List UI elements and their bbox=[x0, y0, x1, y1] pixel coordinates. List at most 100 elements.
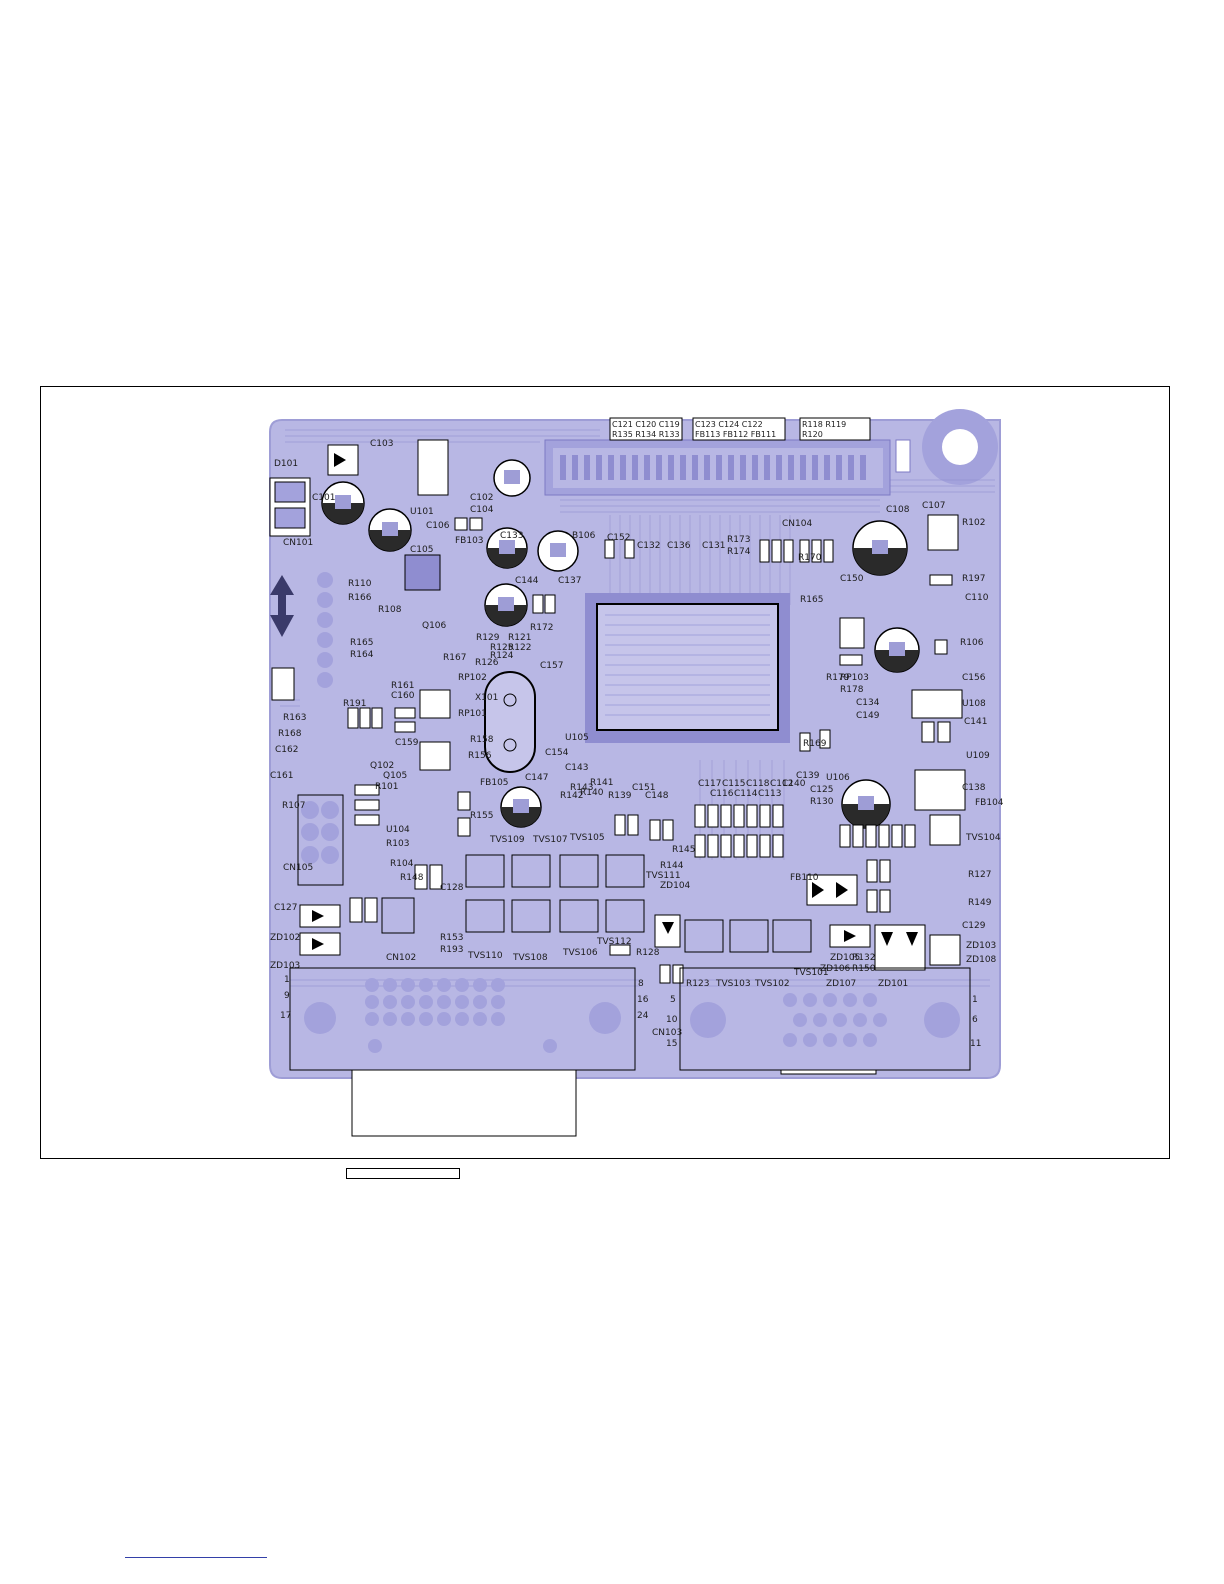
label-u105: U105 bbox=[565, 733, 589, 743]
label-c138: C138 bbox=[962, 783, 986, 793]
pin-17: 17 bbox=[280, 1011, 291, 1021]
label-r172: R172 bbox=[530, 623, 553, 633]
label-r179: R179 bbox=[826, 673, 850, 683]
label-zd105: ZD105 bbox=[830, 953, 860, 963]
top-group-3-top: R118 R119 bbox=[802, 420, 846, 429]
label-r174: R174 bbox=[727, 547, 751, 557]
label-r170: R170 bbox=[798, 553, 822, 563]
label-r126: R126 bbox=[475, 658, 499, 668]
label-r164: R164 bbox=[350, 650, 374, 660]
label-fb110: FB110 bbox=[790, 873, 819, 883]
label-c108: C108 bbox=[886, 505, 910, 515]
label-cn103: CN103 bbox=[652, 1028, 682, 1038]
label-c148: C148 bbox=[645, 791, 669, 801]
label-r155: R155 bbox=[470, 811, 493, 821]
label-r197: R197 bbox=[962, 574, 985, 584]
label-tvs101: TVS101 bbox=[793, 968, 829, 978]
label-c113: C113 bbox=[758, 789, 781, 799]
label-r165-right: R165 bbox=[800, 595, 823, 605]
regulator-u101 bbox=[404, 554, 441, 591]
label-r161: R161 bbox=[391, 681, 414, 691]
label-tvs110: TVS110 bbox=[467, 951, 503, 961]
pin-15: 15 bbox=[666, 1039, 677, 1049]
label-c139: C139 bbox=[796, 771, 820, 781]
label-r163: R163 bbox=[283, 713, 306, 723]
label-c159: C159 bbox=[395, 738, 419, 748]
label-c101: C101 bbox=[312, 493, 335, 503]
pin-24: 24 bbox=[637, 1011, 649, 1021]
label-zd108: ZD108 bbox=[966, 955, 997, 965]
label-c134: C134 bbox=[856, 698, 880, 708]
label-r153: R153 bbox=[440, 933, 463, 943]
label-tvs103: TVS103 bbox=[715, 979, 751, 989]
label-r178: R178 bbox=[840, 685, 864, 695]
label-c127: C127 bbox=[274, 903, 297, 913]
label-c161: C161 bbox=[270, 771, 293, 781]
label-r142: R142 bbox=[560, 791, 583, 801]
label-r121: R121 bbox=[508, 633, 531, 643]
label-cn101: CN101 bbox=[283, 538, 313, 548]
smd-components bbox=[347, 514, 966, 984]
pin-11: 11 bbox=[970, 1039, 981, 1049]
label-c112: C112 bbox=[770, 779, 793, 789]
label-c156: C156 bbox=[962, 673, 986, 683]
label-r144: R144 bbox=[660, 861, 684, 871]
label-r123: R123 bbox=[686, 979, 709, 989]
label-r169: R169 bbox=[803, 739, 827, 749]
label-r127: R127 bbox=[968, 870, 991, 880]
cn102-pins bbox=[304, 978, 621, 1053]
label-zd101: ZD101 bbox=[878, 979, 908, 989]
label-c114: C114 bbox=[734, 789, 758, 799]
label-r103: R103 bbox=[386, 839, 409, 849]
label-r150: R150 bbox=[852, 964, 876, 974]
component-labels: D101 C103 U101 C106 C105 FB103 R110 R166… bbox=[270, 439, 1004, 1049]
label-r101: R101 bbox=[375, 782, 398, 792]
label-c118: C118 bbox=[746, 779, 770, 789]
footer-link-underline bbox=[125, 1557, 267, 1558]
top-group-3-bottom: R120 bbox=[802, 430, 823, 439]
pin-1-left: 1 bbox=[284, 975, 290, 985]
label-c152: C152 bbox=[607, 533, 630, 543]
top-group-1-bottom: R135 R134 R133 bbox=[612, 430, 680, 439]
pin-8: 8 bbox=[638, 979, 644, 989]
label-q105: Q105 bbox=[383, 771, 407, 781]
label-tvs112: TVS112 bbox=[596, 937, 632, 947]
crystal-x101 bbox=[484, 671, 536, 773]
label-c150: C150 bbox=[840, 574, 864, 584]
drawing-frame bbox=[40, 386, 1170, 1159]
top-group-1-top: C121 C120 C119 bbox=[612, 420, 680, 429]
label-tvs107: TVS107 bbox=[532, 835, 568, 845]
label-r132: R132 bbox=[852, 953, 875, 963]
label-c103: C103 bbox=[370, 439, 393, 449]
label-r128: R128 bbox=[636, 948, 660, 958]
label-r130: R130 bbox=[810, 797, 834, 807]
label-u109: U109 bbox=[966, 751, 990, 761]
label-tvs108: TVS108 bbox=[512, 953, 548, 963]
label-r191: R191 bbox=[343, 699, 366, 709]
label-c131: C131 bbox=[702, 541, 725, 551]
top-group-2-top: C123 C124 C122 bbox=[695, 420, 763, 429]
pcb-board bbox=[269, 419, 1001, 1079]
label-c136: C136 bbox=[667, 541, 691, 551]
label-c160: C160 bbox=[391, 691, 415, 701]
pin-6: 6 bbox=[972, 1015, 978, 1025]
label-q106: Q106 bbox=[422, 621, 447, 631]
label-c128: C128 bbox=[440, 883, 464, 893]
cn103-pins bbox=[690, 993, 960, 1047]
label-c105: C105 bbox=[410, 545, 433, 555]
label-zd104: ZD104 bbox=[660, 881, 691, 891]
label-c154: C154 bbox=[545, 748, 569, 758]
label-r149: R149 bbox=[968, 898, 992, 908]
pin-10: 10 bbox=[666, 1015, 678, 1025]
label-r108: R108 bbox=[378, 605, 402, 615]
label-zd102: ZD102 bbox=[270, 933, 300, 943]
label-u108: U108 bbox=[962, 699, 986, 709]
label-c147: C147 bbox=[525, 773, 548, 783]
label-x101: X101 bbox=[475, 693, 498, 703]
label-c140: C140 bbox=[782, 779, 806, 789]
label-fb105: FB105 bbox=[480, 778, 509, 788]
label-u104: U104 bbox=[386, 825, 410, 835]
tvs-packages bbox=[381, 854, 812, 953]
left-pad-column bbox=[301, 572, 339, 864]
